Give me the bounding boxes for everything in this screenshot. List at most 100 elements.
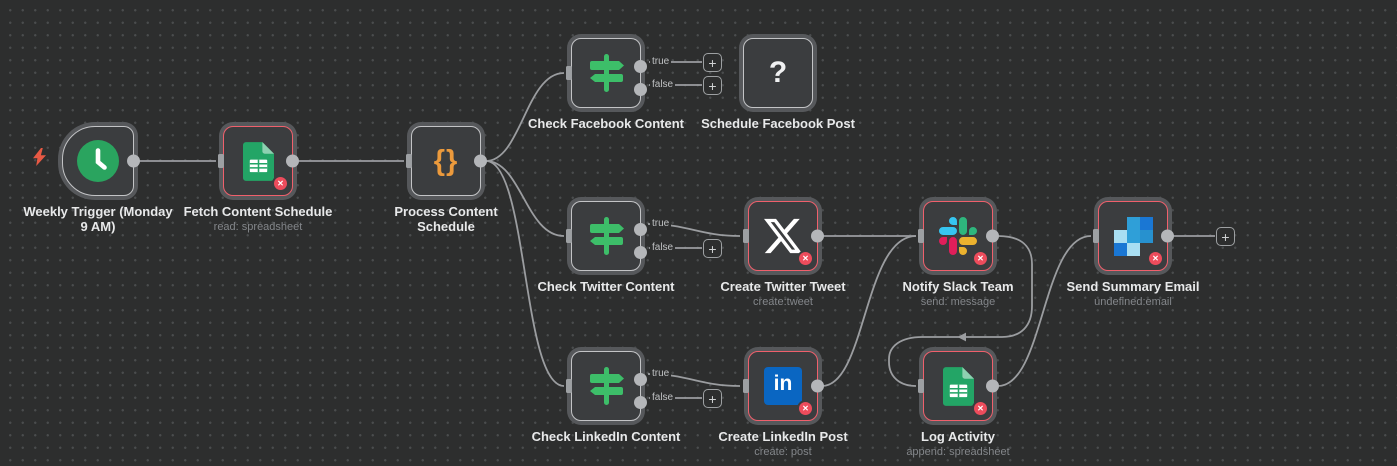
node-label: Send Summary Email undefined:email xyxy=(1023,279,1243,309)
node-check-linkedin-content[interactable] xyxy=(566,347,647,425)
node-fetch-content-schedule[interactable]: ✕ xyxy=(218,122,299,200)
node-label: Check Facebook Content xyxy=(496,116,716,131)
input-port xyxy=(1093,229,1099,243)
node-subtitle: read: spreadsheet xyxy=(213,221,303,233)
x-twitter-icon xyxy=(764,218,802,254)
output-port-true[interactable] xyxy=(634,373,647,386)
output-port-false[interactable] xyxy=(634,246,647,259)
node-label: Check LinkedIn Content xyxy=(496,429,716,444)
output-port[interactable] xyxy=(811,379,824,393)
node-label: Schedule Facebook Post xyxy=(668,116,888,131)
node-label: Create LinkedIn Post create: post xyxy=(673,429,893,459)
connection-process-check-facebook[interactable] xyxy=(485,72,565,162)
input-port xyxy=(566,66,572,80)
node-title: Check LinkedIn Content xyxy=(531,429,681,444)
input-port xyxy=(406,154,412,168)
node-title: Weekly Trigger (Monday 9 AM) xyxy=(23,204,173,234)
input-port xyxy=(918,229,924,243)
error-badge-icon: ✕ xyxy=(797,250,814,267)
output-port[interactable] xyxy=(286,154,299,168)
node-weekly-trigger[interactable] xyxy=(58,122,140,200)
node-title: Fetch Content Schedule xyxy=(183,204,333,219)
signpost-if-icon xyxy=(590,217,624,255)
node-subtitle: append: spreadsheet xyxy=(906,446,1010,458)
error-badge-icon: ✕ xyxy=(972,250,989,267)
output-port[interactable] xyxy=(1161,229,1174,243)
node-title: Check Facebook Content xyxy=(527,116,685,131)
branch-label-false: false xyxy=(650,391,676,404)
node-label: Notify Slack Team send: message xyxy=(848,279,1068,309)
connection-process-check-twitter[interactable] xyxy=(485,160,565,237)
node-title: Process Content Schedule xyxy=(394,204,498,234)
add-node-button[interactable]: + xyxy=(1216,227,1235,246)
branch-label-false: false xyxy=(650,241,676,254)
node-label: Create Twitter Tweet create:tweet xyxy=(673,279,893,309)
node-subtitle: undefined:email xyxy=(1094,296,1172,308)
node-schedule-facebook-post[interactable]: ? xyxy=(739,34,817,112)
branch-label-true: true xyxy=(650,217,672,230)
output-port[interactable] xyxy=(986,379,999,393)
input-port xyxy=(743,229,749,243)
node-title: Notify Slack Team xyxy=(902,279,1014,294)
plus-icon: + xyxy=(708,77,717,94)
plus-icon: + xyxy=(1221,228,1230,245)
plus-icon: + xyxy=(708,54,717,71)
node-notify-slack-team[interactable]: ✕ xyxy=(918,197,999,275)
output-port-true[interactable] xyxy=(634,60,647,73)
connection-log-activity-send-email[interactable] xyxy=(997,235,1092,387)
node-label: Weekly Trigger (Monday 9 AM) xyxy=(18,204,178,234)
error-badge-icon: ✕ xyxy=(272,175,289,192)
input-port xyxy=(743,379,749,393)
google-sheets-icon xyxy=(242,141,274,181)
trigger-bolt-icon xyxy=(33,148,46,166)
error-badge-icon: ✕ xyxy=(1147,250,1164,267)
add-node-button[interactable]: + xyxy=(703,53,722,72)
output-port-true[interactable] xyxy=(634,223,647,236)
branch-label-true: true xyxy=(650,367,672,380)
error-badge-icon: ✕ xyxy=(797,400,814,417)
output-port-false[interactable] xyxy=(634,83,647,96)
code-braces-icon: {} xyxy=(433,144,459,177)
node-title: Create LinkedIn Post xyxy=(718,429,848,444)
input-port xyxy=(566,229,572,243)
signpost-if-icon xyxy=(590,54,624,92)
node-subtitle: create:tweet xyxy=(753,296,813,308)
slack-icon xyxy=(939,217,977,255)
node-create-linkedin-post[interactable]: in ✕ xyxy=(743,347,824,425)
branch-label-true: true xyxy=(650,55,672,68)
output-port[interactable] xyxy=(127,154,140,168)
output-port[interactable] xyxy=(474,154,487,168)
connection-arrowhead-icon xyxy=(957,332,966,342)
plus-icon: + xyxy=(708,390,717,407)
node-check-facebook-content[interactable] xyxy=(566,34,647,112)
node-label: Log Activity append: spreadsheet xyxy=(848,429,1068,459)
clock-icon xyxy=(77,140,119,182)
output-port-false[interactable] xyxy=(634,396,647,409)
node-create-twitter-tweet[interactable]: ✕ xyxy=(743,197,824,275)
google-sheets-icon xyxy=(942,366,974,406)
node-title: Check Twitter Content xyxy=(537,279,675,294)
input-port xyxy=(218,154,224,168)
connection-process-check-linkedin[interactable] xyxy=(485,160,565,387)
output-port[interactable] xyxy=(986,229,999,243)
node-check-twitter-content[interactable] xyxy=(566,197,647,275)
node-title: Log Activity xyxy=(921,429,995,444)
error-badge-icon: ✕ xyxy=(972,400,989,417)
input-port xyxy=(566,379,572,393)
node-label: Check Twitter Content xyxy=(496,279,716,294)
unknown-node-icon: ? xyxy=(768,56,788,89)
node-log-activity[interactable]: ✕ xyxy=(918,347,999,425)
node-process-content-schedule[interactable]: {} xyxy=(406,122,487,200)
add-node-button[interactable]: + xyxy=(703,389,722,408)
input-port xyxy=(918,379,924,393)
node-send-summary-email[interactable]: ✕ xyxy=(1093,197,1174,275)
connection-create-linkedin-notify-slack[interactable] xyxy=(821,235,917,387)
linkedin-icon: in xyxy=(764,367,802,405)
node-subtitle: send: message xyxy=(920,296,996,308)
output-port[interactable] xyxy=(811,229,824,243)
add-node-button[interactable]: + xyxy=(703,239,722,258)
add-node-button[interactable]: + xyxy=(703,76,722,95)
node-title: Send Summary Email xyxy=(1066,279,1200,294)
node-label: Fetch Content Schedule read: spreadsheet xyxy=(148,204,368,234)
